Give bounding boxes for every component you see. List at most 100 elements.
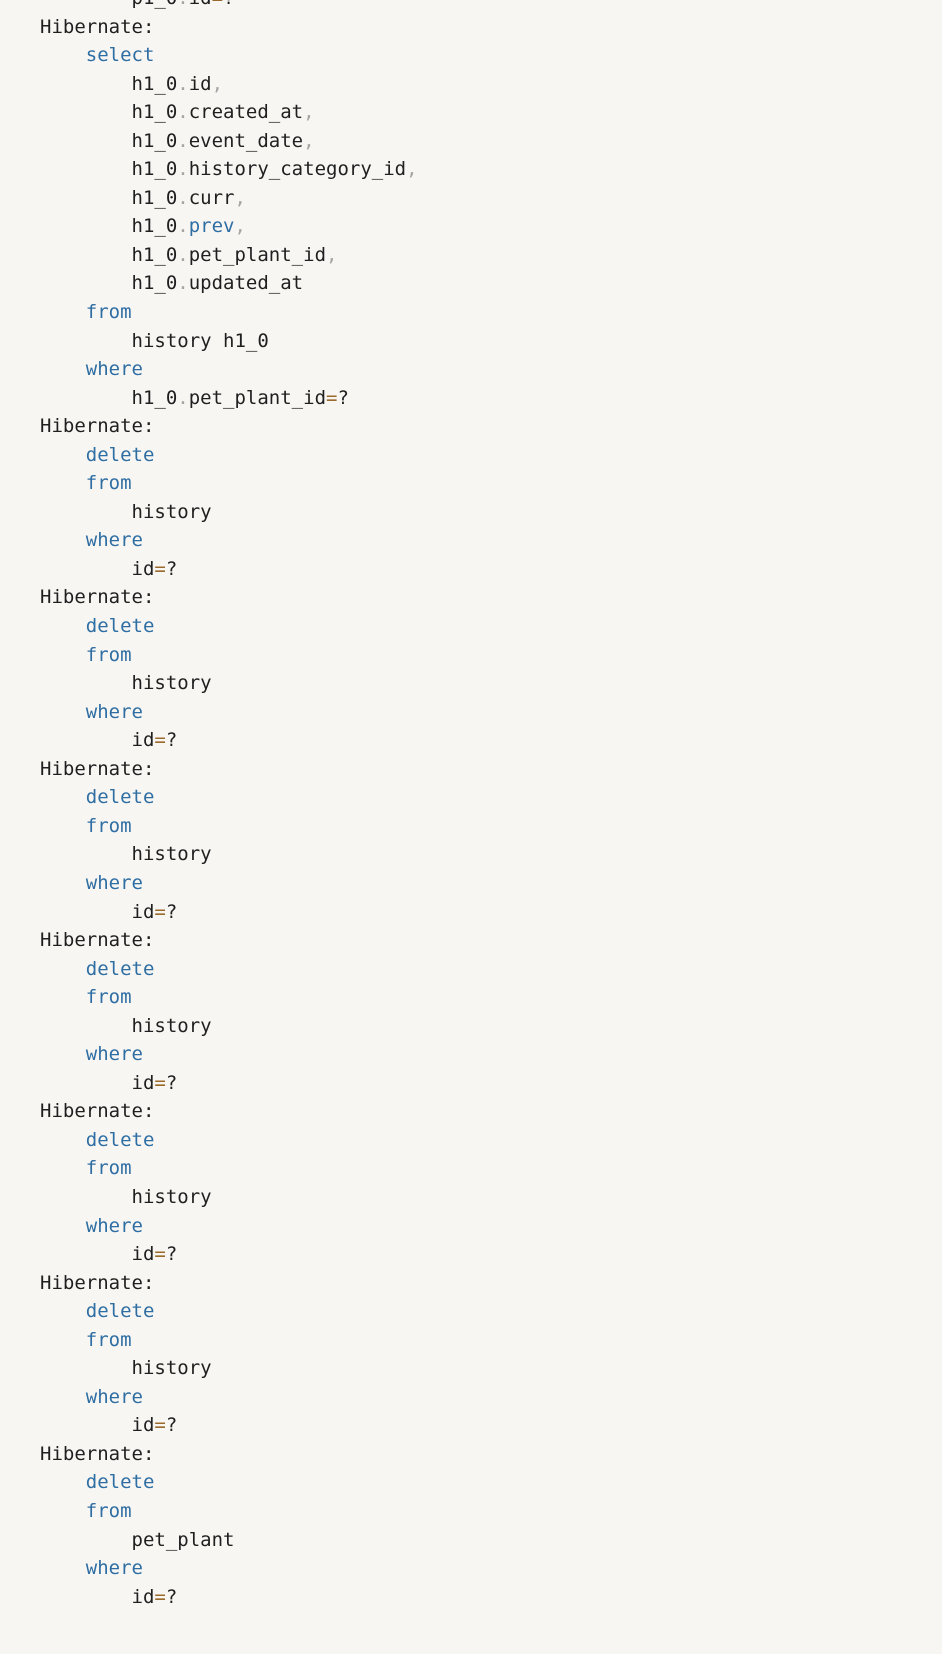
code-line: where (40, 1212, 920, 1241)
punctuation: , (326, 243, 338, 266)
code-token (40, 1129, 86, 1151)
operator: = (154, 557, 166, 580)
punctuation: . (177, 186, 189, 209)
code-line: history h1_0 (40, 327, 920, 356)
code-token: Hibernate: (40, 415, 166, 438)
code-token (40, 1043, 86, 1065)
code-token (40, 1215, 86, 1237)
code-line: id=? (40, 1069, 920, 1098)
code-line: h1_0.created_at, (40, 98, 920, 127)
code-line: where (40, 1383, 920, 1412)
code-token (40, 986, 86, 1008)
code-line: id=? (40, 1583, 920, 1612)
code-token (40, 187, 132, 209)
code-token (40, 501, 132, 523)
code-line: h1_0.pet_plant_id, (40, 241, 920, 270)
sql-keyword: where (85, 700, 143, 723)
punctuation: , (234, 215, 246, 238)
code-line: pet_plant (40, 1526, 920, 1555)
code-token: curr (188, 186, 235, 209)
code-token (40, 529, 86, 551)
code-token (40, 130, 132, 152)
code-line: where (40, 1040, 920, 1069)
code-token: h1_0 (131, 129, 178, 152)
sql-keyword: prev (188, 215, 235, 238)
code-token (40, 1072, 132, 1094)
code-line: Hibernate: (40, 926, 920, 955)
code-token: ? (165, 1243, 178, 1266)
code-token (40, 101, 132, 123)
code-line: from (40, 1154, 920, 1183)
code-token (40, 215, 132, 237)
code-token (40, 272, 132, 294)
code-line: delete (40, 612, 920, 641)
code-token (40, 815, 86, 837)
sql-keyword: where (85, 1557, 143, 1580)
punctuation: . (177, 129, 189, 152)
sql-keyword: delete (85, 957, 155, 980)
code-token: h1_0 (131, 72, 178, 95)
code-token (40, 701, 86, 723)
sql-keyword: where (85, 871, 143, 894)
code-token (40, 44, 86, 66)
code-token (40, 1300, 86, 1322)
code-token (40, 244, 132, 266)
code-token: id (131, 1071, 155, 1094)
code-line: Hibernate: (40, 13, 920, 42)
code-token (40, 472, 86, 494)
code-token (40, 1386, 86, 1408)
punctuation: , (303, 129, 315, 152)
sql-keyword: delete (85, 1128, 155, 1151)
code-token (40, 387, 132, 409)
code-token (40, 558, 132, 580)
code-token (40, 615, 86, 637)
code-token: ? (165, 557, 178, 580)
code-token (40, 1414, 132, 1436)
code-token (40, 1557, 86, 1579)
sql-keyword: from (85, 1499, 132, 1522)
operator: = (154, 1243, 166, 1266)
punctuation: , (303, 101, 315, 124)
code-token: pet_plant_id (188, 386, 327, 409)
punctuation: , (234, 186, 246, 209)
sql-keyword: delete (85, 1300, 155, 1323)
code-token (40, 729, 132, 751)
code-token: h1_0 (131, 186, 178, 209)
code-token: h1_0 (131, 215, 178, 238)
code-token: history_category_id (188, 158, 407, 181)
code-line: where (40, 526, 920, 555)
code-line: where (40, 698, 920, 727)
sql-keyword: where (85, 1214, 143, 1237)
punctuation: . (177, 243, 189, 266)
code-token: updated_at (188, 272, 304, 295)
punctuation: . (177, 72, 189, 95)
code-token: Hibernate: (40, 586, 166, 609)
sql-keyword: where (85, 1043, 143, 1066)
code-token: ? (165, 1414, 178, 1437)
code-line: select (40, 41, 920, 70)
punctuation: . (177, 272, 189, 295)
code-token: history (131, 1357, 212, 1380)
sql-keyword: delete (85, 1471, 155, 1494)
code-token: event_date (188, 129, 304, 152)
sql-keyword: where (85, 358, 143, 381)
code-token: id (131, 900, 155, 923)
sql-keyword: from (85, 814, 132, 837)
code-line: delete (40, 1468, 920, 1497)
code-line: Hibernate: (40, 1269, 920, 1298)
code-token: ? (165, 1585, 178, 1608)
code-line: id=? (40, 898, 920, 927)
operator: = (154, 1414, 166, 1437)
code-line: h1_0.id, (40, 70, 920, 99)
code-token (40, 672, 132, 694)
code-token (40, 1586, 132, 1608)
code-line: h1_0.updated_at (40, 269, 920, 298)
code-line: from (40, 1497, 920, 1526)
code-token: p1_0 (132, 0, 178, 9)
code-line: id=? (40, 555, 920, 584)
code-token: id (131, 1585, 155, 1608)
operator: = (154, 1585, 166, 1608)
code-token: history h1_0 (131, 329, 269, 352)
code-token: pet_plant (131, 1528, 235, 1551)
code-line: history (40, 669, 920, 698)
